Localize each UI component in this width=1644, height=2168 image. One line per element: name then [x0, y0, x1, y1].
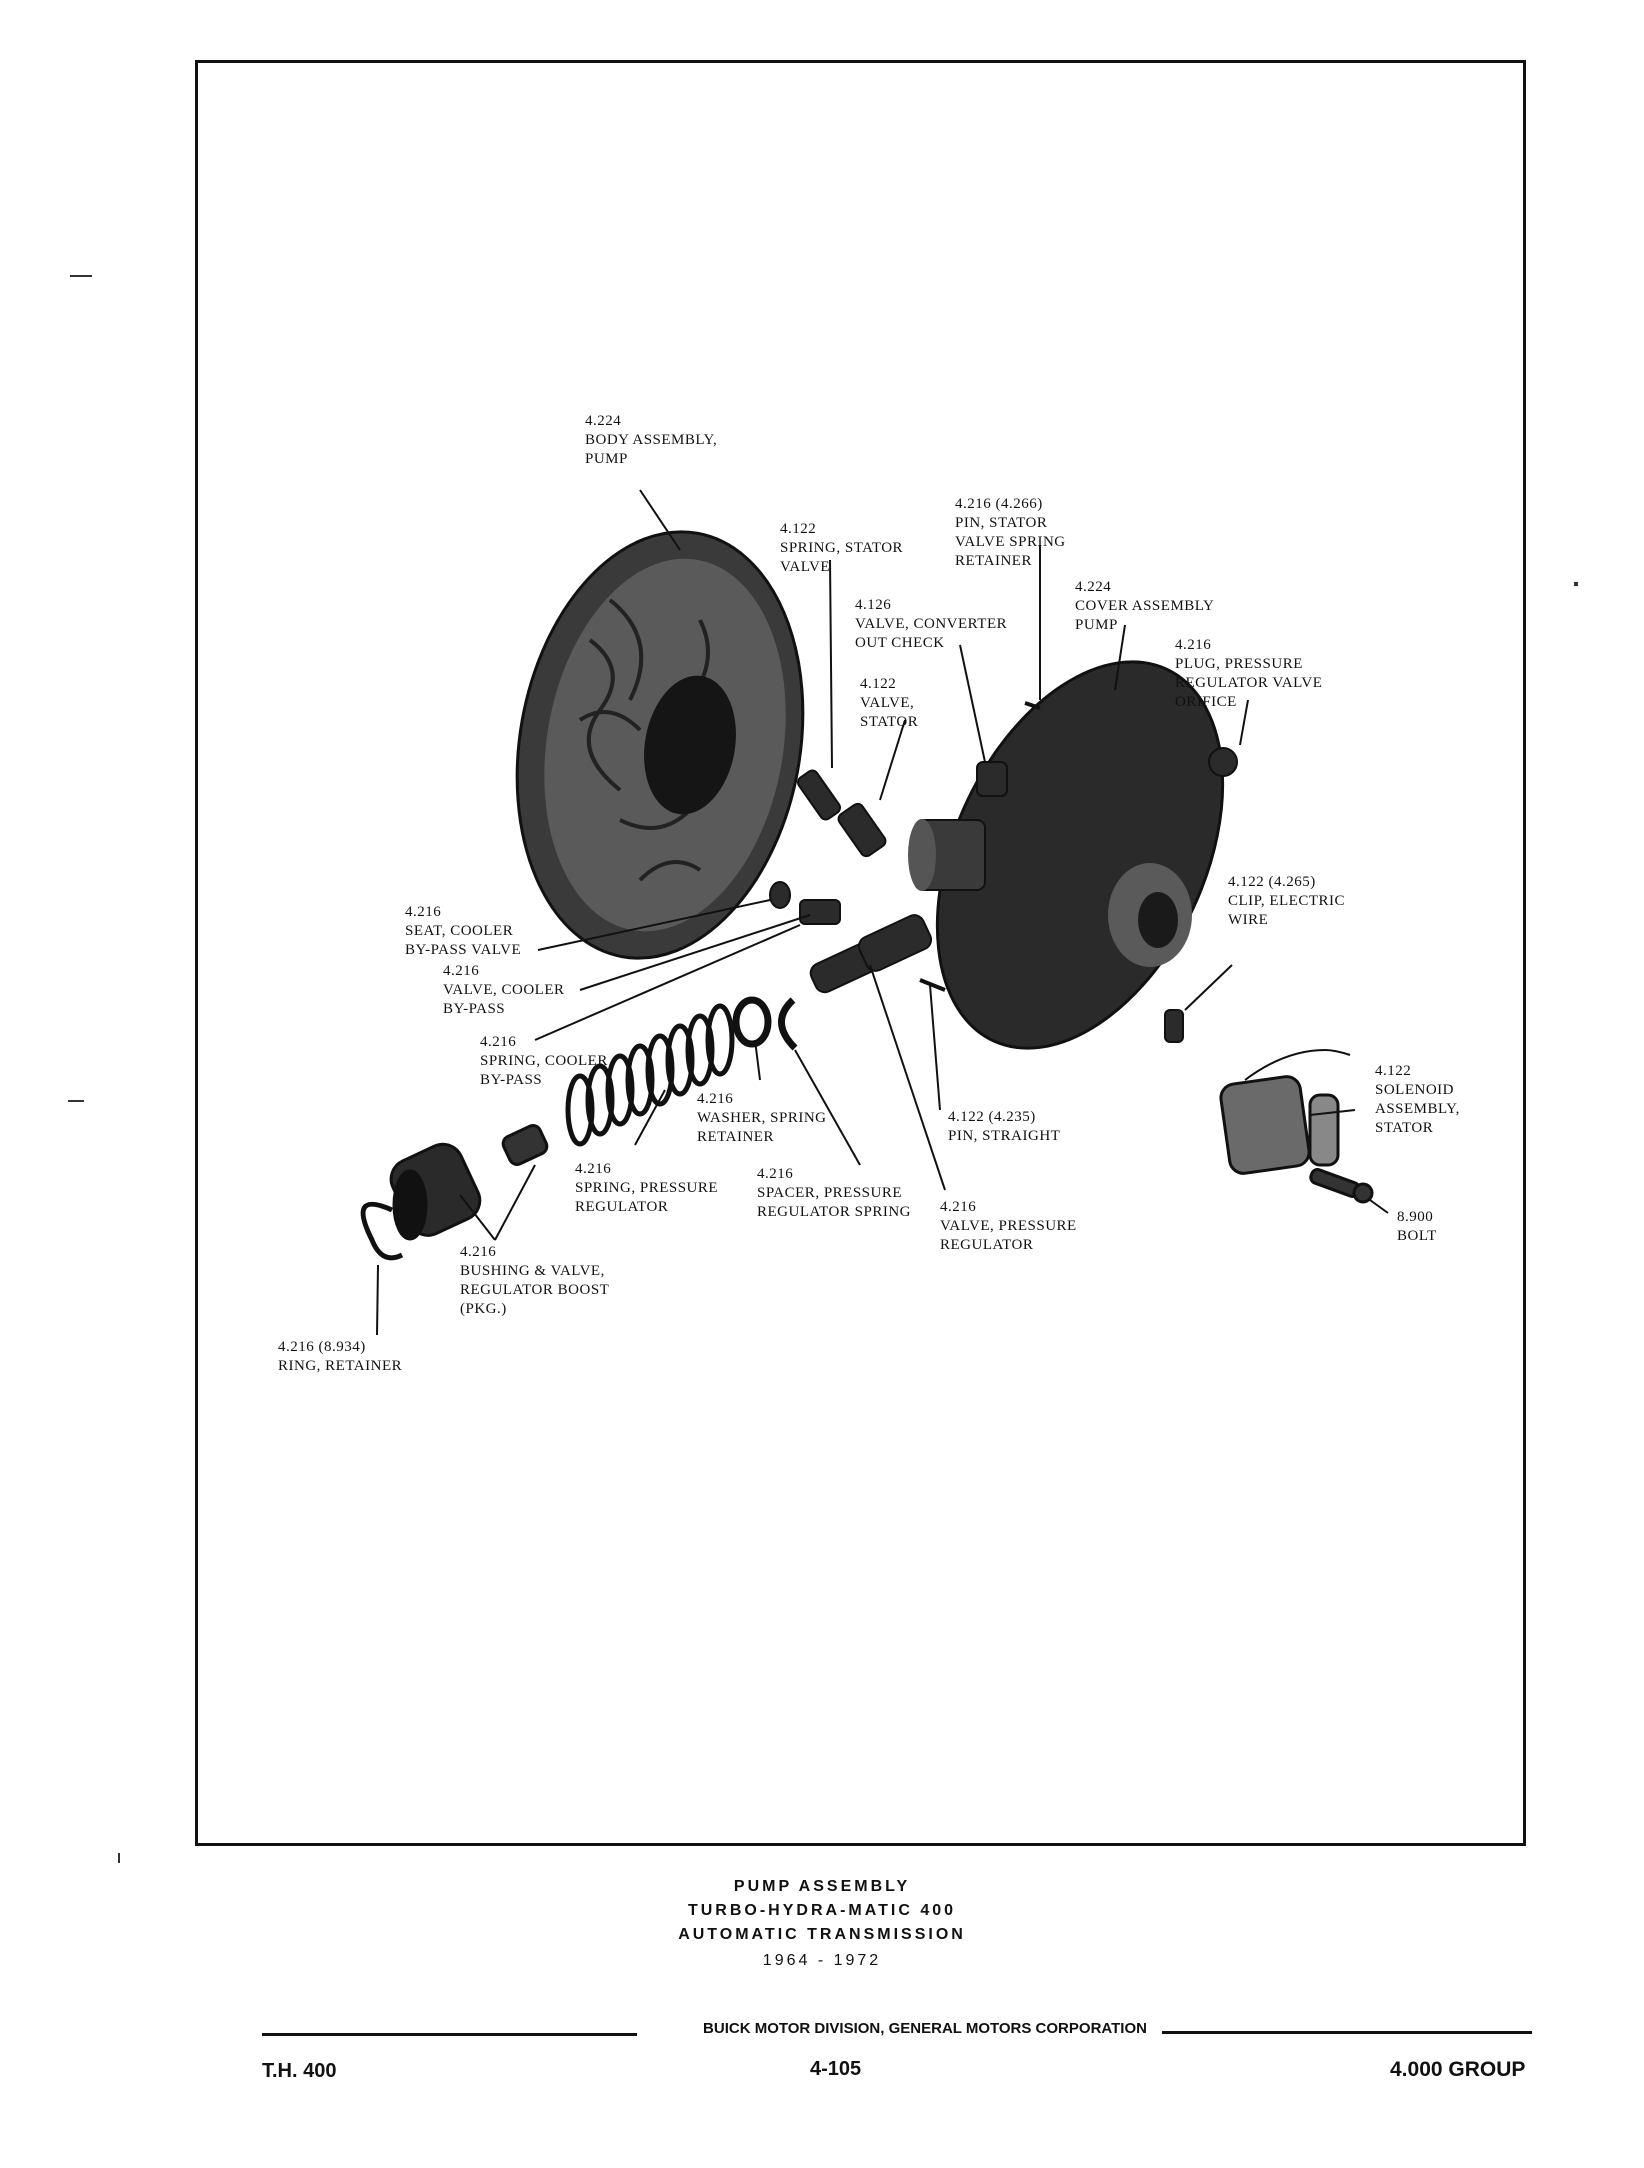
caption-line-1: PUMP ASSEMBLY [733, 1878, 911, 1895]
label-valve-cooler: 4.216 VALVE, COOLER BY-PASS [443, 963, 565, 1017]
footer-page-number: 4-105 [810, 2058, 862, 2080]
label-spring-cooler: 4.216 SPRING, COOLER BY-PASS [480, 1034, 608, 1088]
label-bushing-valve: 4.216 BUSHING & VALVE, REGULATOR BOOST (… [460, 1244, 610, 1317]
label-plug-pressure: 4.216 PLUG, PRESSURE REGULATOR VALVE ORI… [1175, 637, 1323, 710]
solenoid-and-bolt [1219, 1048, 1374, 1204]
footer-rule-left [262, 2033, 637, 2036]
label-ring-retainer: 4.216 (8.934) RING, RETAINER [278, 1339, 403, 1374]
scan-speck [1574, 582, 1578, 586]
label-pin-stator: 4.216 (4.266) PIN, STATOR VALVE SPRING R… [955, 496, 1066, 569]
bushing-and-ring [360, 1124, 549, 1261]
label-body-assembly: 4.224 BODY ASSEMBLY, PUMP [585, 413, 718, 467]
pressure-regulator-spring [565, 1003, 735, 1147]
label-valve-stator: 4.122 VALVE, STATOR [860, 676, 919, 730]
label-valve-converter: 4.126 VALVE, CONVERTER OUT CHECK [855, 597, 1008, 651]
pump-body-part [515, 530, 805, 960]
label-spacer-pressure: 4.216 SPACER, PRESSURE REGULATOR SPRING [757, 1166, 911, 1220]
caption-line-2: TURBO-HYDRA-MATIC 400 [687, 1902, 957, 1919]
label-spring-stator-valve: 4.122 SPRING, STATOR VALVE [780, 521, 904, 575]
caption-line-3: AUTOMATIC TRANSMISSION [678, 1926, 966, 1943]
label-clip-electric: 4.122 (4.265) CLIP, ELECTRIC WIRE [1228, 874, 1346, 928]
footer-publisher: BUICK MOTOR DIVISION, GENERAL MOTORS COR… [703, 2020, 1147, 2037]
label-washer-spring: 4.216 WASHER, SPRING RETAINER [697, 1091, 827, 1145]
pump-cover-part [908, 660, 1225, 1050]
illustration-frame [195, 60, 1526, 1846]
scan-speck [68, 1100, 84, 1102]
footer-rule-right [1162, 2031, 1532, 2034]
label-valve-pressure: 4.216 VALVE, PRESSURE REGULATOR [940, 1199, 1077, 1253]
leader-lines [376, 489, 1389, 1336]
label-spring-pressure: 4.216 SPRING, PRESSURE REGULATOR [575, 1161, 719, 1215]
caption-line-4: 1964 - 1972 [762, 1952, 882, 1969]
small-parts [732, 701, 1238, 1051]
label-solenoid: 4.122 SOLENOID ASSEMBLY, STATOR [1375, 1063, 1460, 1136]
scan-speck [118, 1853, 120, 1863]
footer-group: 4.000 GROUP [1390, 2058, 1526, 2081]
label-seat-cooler: 4.216 SEAT, COOLER BY-PASS VALVE [405, 904, 522, 958]
label-cover-assembly: 4.224 COVER ASSEMBLY PUMP [1075, 579, 1215, 633]
footer-model: T.H. 400 [262, 2060, 337, 2082]
label-pin-straight: 4.122 (4.235) PIN, STRAIGHT [948, 1109, 1061, 1144]
scan-speck [70, 275, 92, 277]
label-bolt: 8.900 BOLT [1397, 1209, 1437, 1244]
